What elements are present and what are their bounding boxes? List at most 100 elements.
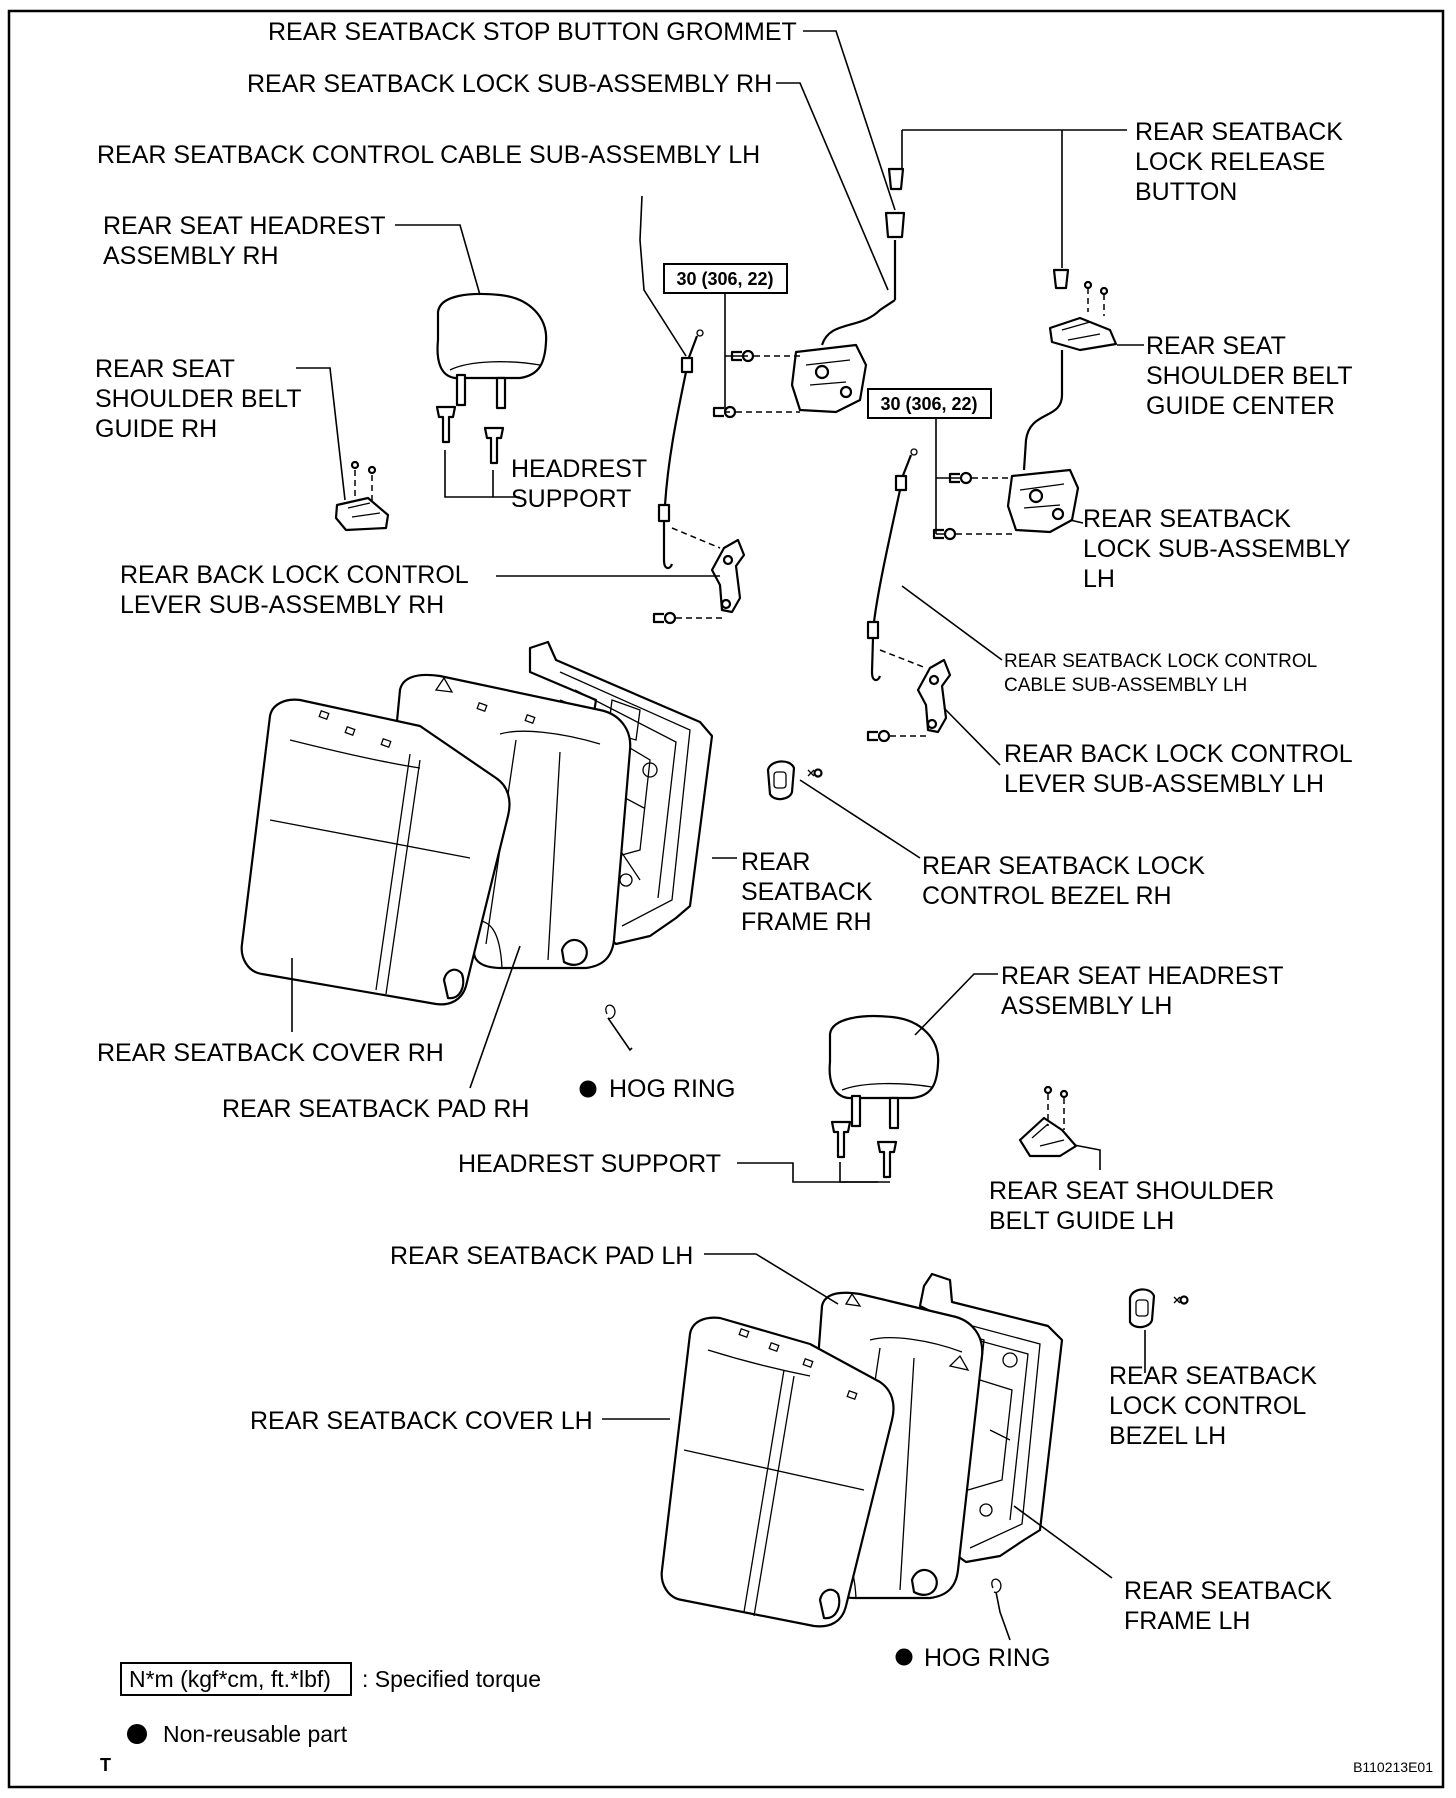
label-lock-sub-assembly-rh: REAR SEATBACK LOCK SUB-ASSEMBLY RH [247, 70, 772, 98]
label-line: REAR SEAT [95, 355, 235, 383]
headrest-support-lh-drawing [830, 1120, 898, 1183]
label-hog-ring-2: HOG RING [924, 1644, 1050, 1672]
legend-nonreusable-dot [127, 1724, 147, 1744]
legend-torque-box [120, 1662, 352, 1696]
hog-ring-2-drawing [991, 1578, 1002, 1594]
label-line: GUIDE CENTER [1146, 392, 1335, 420]
label-line: LH [1083, 565, 1115, 593]
label-line: BUTTON [1135, 178, 1237, 206]
part-drawings [240, 167, 1189, 1628]
legend-torque-units: N*m (kgf*cm, ft.*lbf) [129, 1666, 331, 1692]
torque-box-1: 30 (306, 22) [663, 263, 788, 413]
label-line: CABLE SUB-ASSEMBLY LH [1004, 675, 1247, 696]
label-line: HOG RING [609, 1075, 735, 1103]
label-line: BEZEL LH [1109, 1422, 1226, 1450]
label-line: LOCK CONTROL [1109, 1392, 1306, 1420]
label-line: HEADREST SUPPORT [458, 1150, 721, 1178]
lock-rh-drawing [712, 299, 896, 419]
label-line: REAR SEATBACK LOCK CONTROL [1004, 651, 1317, 672]
label-line: FRAME RH [741, 908, 872, 936]
torque-value-1: 30 (306, 22) [676, 269, 773, 289]
belt-guide-center-drawing [1022, 316, 1118, 471]
label-line: REAR SEATBACK [1109, 1362, 1317, 1390]
label-line: REAR SEATBACK STOP BUTTON GROMMET [268, 18, 797, 46]
stop-button-drawings [884, 167, 1109, 316]
leader-lines [291, 30, 1146, 1641]
torque-box-2: 30 (306, 22) [867, 388, 992, 535]
torque-value-2: 30 (306, 22) [880, 394, 977, 414]
label-line: REAR SEAT HEADREST [1001, 962, 1283, 990]
nonreusable-dot-2 [895, 1648, 913, 1666]
label-line: REAR SEATBACK PAD RH [222, 1095, 529, 1123]
label-line: REAR SEAT SHOULDER [989, 1177, 1274, 1205]
label-line: REAR SEAT [1146, 332, 1286, 360]
label-line: FRAME LH [1124, 1607, 1250, 1635]
label-cover-lh: REAR SEATBACK COVER LH [250, 1407, 593, 1435]
seatback-cover-rh-drawing [240, 698, 511, 1006]
label-line: REAR SEATBACK [1124, 1577, 1332, 1605]
label-line: REAR SEATBACK LOCK [922, 852, 1205, 880]
legend: N*m (kgf*cm, ft.*lbf) : Specified torque… [120, 1662, 541, 1747]
hog-ring-1-drawing [605, 1004, 616, 1020]
label-line: ASSEMBLY LH [1001, 992, 1172, 1020]
label-line: ASSEMBLY RH [103, 242, 279, 270]
label-line: GUIDE RH [95, 415, 217, 443]
legend-torque-description: : Specified torque [362, 1666, 541, 1692]
label-line: REAR SEATBACK [1135, 118, 1343, 146]
label-line: HEADREST [511, 455, 647, 483]
label-line: BELT GUIDE LH [989, 1207, 1174, 1235]
label-line: REAR SEATBACK PAD LH [390, 1242, 693, 1270]
label-line: LOCK RELEASE [1135, 148, 1325, 176]
headrest-support-rh-drawing [435, 405, 520, 498]
back-lock-lever-rh-drawing [652, 538, 746, 625]
label-line: LEVER SUB-ASSEMBLY RH [120, 591, 444, 619]
label-line: REAR SEATBACK COVER LH [250, 1407, 593, 1435]
corner-mark: T [100, 1755, 111, 1775]
label-line: SEATBACK [741, 878, 873, 906]
label-line: REAR SEATBACK LOCK SUB-ASSEMBLY RH [247, 70, 772, 98]
nonreusable-dot-1 [579, 1080, 597, 1098]
label-line: CONTROL BEZEL RH [922, 882, 1172, 910]
legend-nonreusable-text: Non-reusable part [163, 1721, 348, 1747]
control-cable-lh-drawing [866, 448, 927, 682]
seatback-cover-lh-drawing [660, 1316, 895, 1628]
bezel-rh-drawing [766, 760, 823, 801]
figure-code: B110213E01 [1353, 1759, 1433, 1775]
label-control-cable-lh-top: REAR SEATBACK CONTROL CABLE SUB-ASSEMBLY… [97, 141, 760, 169]
lock-lh-drawing [932, 468, 1080, 541]
label-line: REAR SEAT HEADREST [103, 212, 385, 240]
label-headrest-support-lh: HEADREST SUPPORT [458, 1150, 721, 1178]
label-line: HOG RING [924, 1644, 1050, 1672]
headrest-rh-drawing [436, 292, 548, 410]
label-line: REAR SEATBACK CONTROL CABLE SUB-ASSEMBLY… [97, 141, 760, 169]
label-line: SUPPORT [511, 485, 631, 513]
label-line: REAR SEATBACK [1083, 505, 1291, 533]
back-lock-lever-lh-drawing [866, 658, 952, 743]
label-line: REAR SEATBACK COVER RH [97, 1039, 444, 1067]
control-cable-rh-drawing [657, 329, 721, 570]
part-labels: REAR SEATBACK STOP BUTTON GROMMET REAR S… [95, 18, 1353, 1672]
label-stop-button-grommet: REAR SEATBACK STOP BUTTON GROMMET [268, 18, 797, 46]
label-line: REAR [741, 848, 810, 876]
label-line: REAR BACK LOCK CONTROL [1004, 740, 1353, 768]
label-pad-lh: REAR SEATBACK PAD LH [390, 1242, 693, 1270]
headrest-lh-drawing [828, 1014, 940, 1130]
label-line: LEVER SUB-ASSEMBLY LH [1004, 770, 1324, 798]
bezel-lh-drawing [1128, 1288, 1189, 1329]
label-lock-control-cable-lh: REAR SEATBACK LOCK CONTROL CABLE SUB-ASSE… [1004, 651, 1317, 696]
belt-guide-rh-drawing [334, 460, 390, 532]
